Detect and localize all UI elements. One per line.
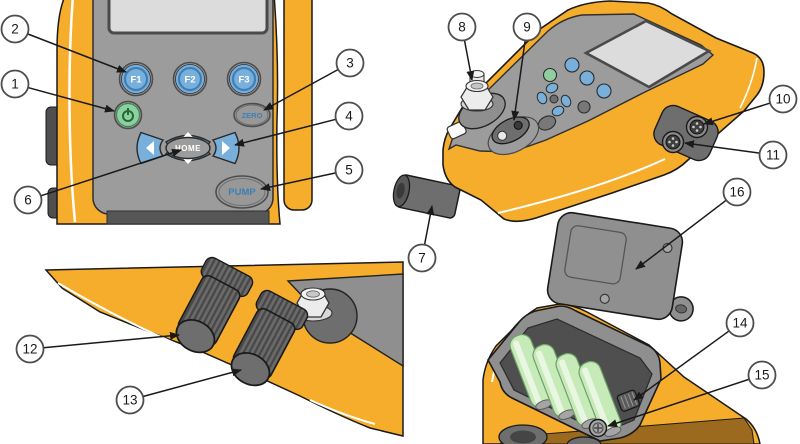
callout-1-number: 1 xyxy=(11,77,19,92)
callout-13-circle xyxy=(115,385,145,415)
callout-3-circle xyxy=(335,48,365,78)
battery-cover xyxy=(546,211,694,322)
callout-3-leader-arrow xyxy=(263,68,339,111)
body-seam xyxy=(497,158,666,214)
pump-nozzle xyxy=(392,174,461,219)
pump-label: PUMP xyxy=(228,187,256,198)
callout-8-leader-arrow xyxy=(463,40,475,81)
callout-7-circle xyxy=(407,243,437,273)
callout-12-circle xyxy=(15,334,45,364)
pressure-fitting xyxy=(458,70,506,130)
callout-8-number: 8 xyxy=(458,20,466,35)
callout-11-number: 11 xyxy=(766,148,780,163)
holster-seam xyxy=(739,57,758,109)
keypad xyxy=(536,57,612,131)
battery xyxy=(555,352,599,429)
callout-16-number: 16 xyxy=(729,185,744,200)
f1-label: F1 xyxy=(130,75,142,86)
right-arrow-icon xyxy=(222,141,230,155)
holster-edge xyxy=(283,0,313,211)
power-button xyxy=(542,67,558,83)
cover-screw-hole xyxy=(599,293,610,304)
callout-14-circle xyxy=(725,308,755,338)
battery xyxy=(578,360,622,437)
callout-4-circle xyxy=(334,101,364,131)
battery xyxy=(532,343,576,420)
test-jacks xyxy=(653,104,719,162)
callout-10-circle xyxy=(768,84,798,114)
callout-9-leader-arrow xyxy=(511,40,526,121)
left-arrow-icon xyxy=(146,141,154,155)
callout-1-circle xyxy=(0,69,30,99)
callout-10-leader-arrow xyxy=(703,102,771,126)
callout-13-leader-arrow xyxy=(142,368,242,398)
bottom-port xyxy=(566,436,602,444)
body-seam xyxy=(68,0,77,223)
cover-recess xyxy=(564,225,627,285)
compartment-screw xyxy=(588,418,608,438)
angled-device-view xyxy=(392,0,765,223)
pump-button: PUMP xyxy=(215,175,269,209)
callout-3-number: 3 xyxy=(346,56,354,71)
callout-11-circle xyxy=(758,140,788,170)
callout-1-leader-arrow xyxy=(27,86,115,113)
f2-softkey: F2 xyxy=(172,61,208,97)
callout-15-leader-arrow xyxy=(607,378,750,427)
callout-2-circle xyxy=(0,14,30,44)
callout-5-leader-arrow xyxy=(260,172,336,192)
callout-15-circle xyxy=(747,360,777,390)
callout-14-leader-arrow xyxy=(633,330,730,401)
upper-test-jack xyxy=(685,115,709,139)
callout-7-leader-arrow xyxy=(423,205,435,245)
home-label: HOME xyxy=(175,144,201,153)
knobs-view xyxy=(44,256,404,437)
callout-15-number: 15 xyxy=(754,368,769,383)
power-icon xyxy=(122,108,134,122)
callout-8-circle xyxy=(447,12,477,42)
callout-4-number: 4 xyxy=(345,109,353,124)
callout-16-leader-arrow xyxy=(635,199,727,270)
f1-softkey: F1 xyxy=(118,61,154,97)
f3-softkey: F3 xyxy=(226,61,262,97)
f3-label: F3 xyxy=(238,75,249,86)
battery-compartment-view xyxy=(482,303,761,444)
callout-2-number: 2 xyxy=(11,22,19,37)
callout-7-number: 7 xyxy=(418,251,426,266)
right-knob xyxy=(230,289,309,387)
callout-6-leader-arrow xyxy=(40,148,182,197)
power-button xyxy=(113,100,143,130)
callout-9-circle xyxy=(512,12,542,42)
zero-button: ZERO xyxy=(233,102,271,128)
home-key: HOME xyxy=(165,136,211,160)
callout-12-number: 12 xyxy=(22,342,37,357)
vent-valve xyxy=(487,116,540,156)
f2-label: F2 xyxy=(184,75,195,86)
callout-5-number: 5 xyxy=(345,163,353,178)
front-panel-view: F1 F2 F3 ZERO xyxy=(45,0,313,225)
battery xyxy=(509,333,553,410)
callout-13-number: 13 xyxy=(122,393,137,408)
callout-9-number: 9 xyxy=(523,20,531,35)
lower-test-jack xyxy=(661,130,685,154)
callout-12-leader-arrow xyxy=(43,331,180,349)
callout-2-leader-arrow xyxy=(27,33,127,73)
callout-14-number: 14 xyxy=(732,316,748,331)
callout-11-leader-arrow xyxy=(684,140,760,154)
callout-4-leader-arrow xyxy=(234,118,337,147)
callout-16-circle xyxy=(722,177,752,207)
panel-bottom-strip xyxy=(106,210,270,225)
callout-10-number: 10 xyxy=(775,92,790,107)
zero-label: ZERO xyxy=(242,111,263,120)
body-seam xyxy=(57,282,191,351)
callout-6-circle xyxy=(13,185,43,215)
screen xyxy=(107,0,269,35)
body-seam xyxy=(309,399,376,425)
callout-5-circle xyxy=(334,155,364,185)
nav-pad: HOME xyxy=(136,131,240,165)
left-knob xyxy=(175,256,254,354)
screen xyxy=(583,19,712,89)
callout-6-number: 6 xyxy=(24,193,32,208)
